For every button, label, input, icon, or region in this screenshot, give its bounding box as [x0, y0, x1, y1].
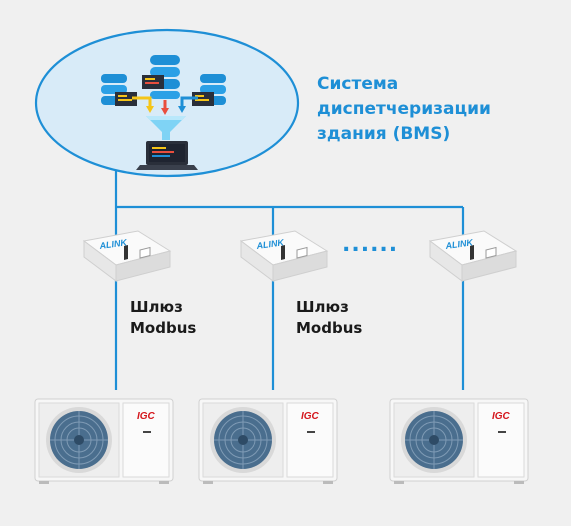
funnel-icon [146, 116, 186, 140]
bms-title: Система диспетчеризации здания (BMS) [317, 72, 491, 147]
gateway-brand: ALINK [255, 237, 286, 251]
outdoor-unit-brand: IGC [301, 411, 320, 422]
modbus-gateway: ALINK [82, 230, 172, 282]
gateway-label-line: Modbus [130, 319, 197, 337]
gateway-label-line: Modbus [296, 319, 363, 337]
modbus-gateway: ALINK [239, 230, 329, 282]
gateway-label: Шлюз Modbus [130, 297, 196, 339]
gateway-label-line: Шлюз [296, 298, 349, 316]
outdoor-unit: IGC [198, 398, 338, 484]
modbus-gateway: ALINK [428, 230, 518, 282]
outdoor-unit: IGC [34, 398, 174, 484]
database-icon [101, 74, 137, 106]
gateway-brand: ALINK [98, 237, 129, 251]
gateway-label-line: Шлюз [130, 298, 183, 316]
outdoor-unit: IGC [389, 398, 529, 484]
gateway-brand: ALINK [444, 237, 475, 251]
bms-title-line: Система [317, 74, 399, 94]
outdoor-unit-brand: IGC [137, 411, 156, 422]
database-icon [142, 55, 180, 99]
outdoor-unit-brand: IGC [492, 411, 511, 422]
gateway-label: Шлюз Modbus [296, 297, 362, 339]
data-flow-arrows [132, 96, 198, 115]
more-gateways-ellipsis: ...... [342, 232, 399, 257]
bms-title-line: здания (BMS) [317, 124, 451, 144]
laptop-icon [136, 141, 198, 170]
bms-cloud [34, 28, 300, 178]
bms-title-line: диспетчеризации [317, 99, 491, 119]
database-icon [192, 74, 226, 106]
